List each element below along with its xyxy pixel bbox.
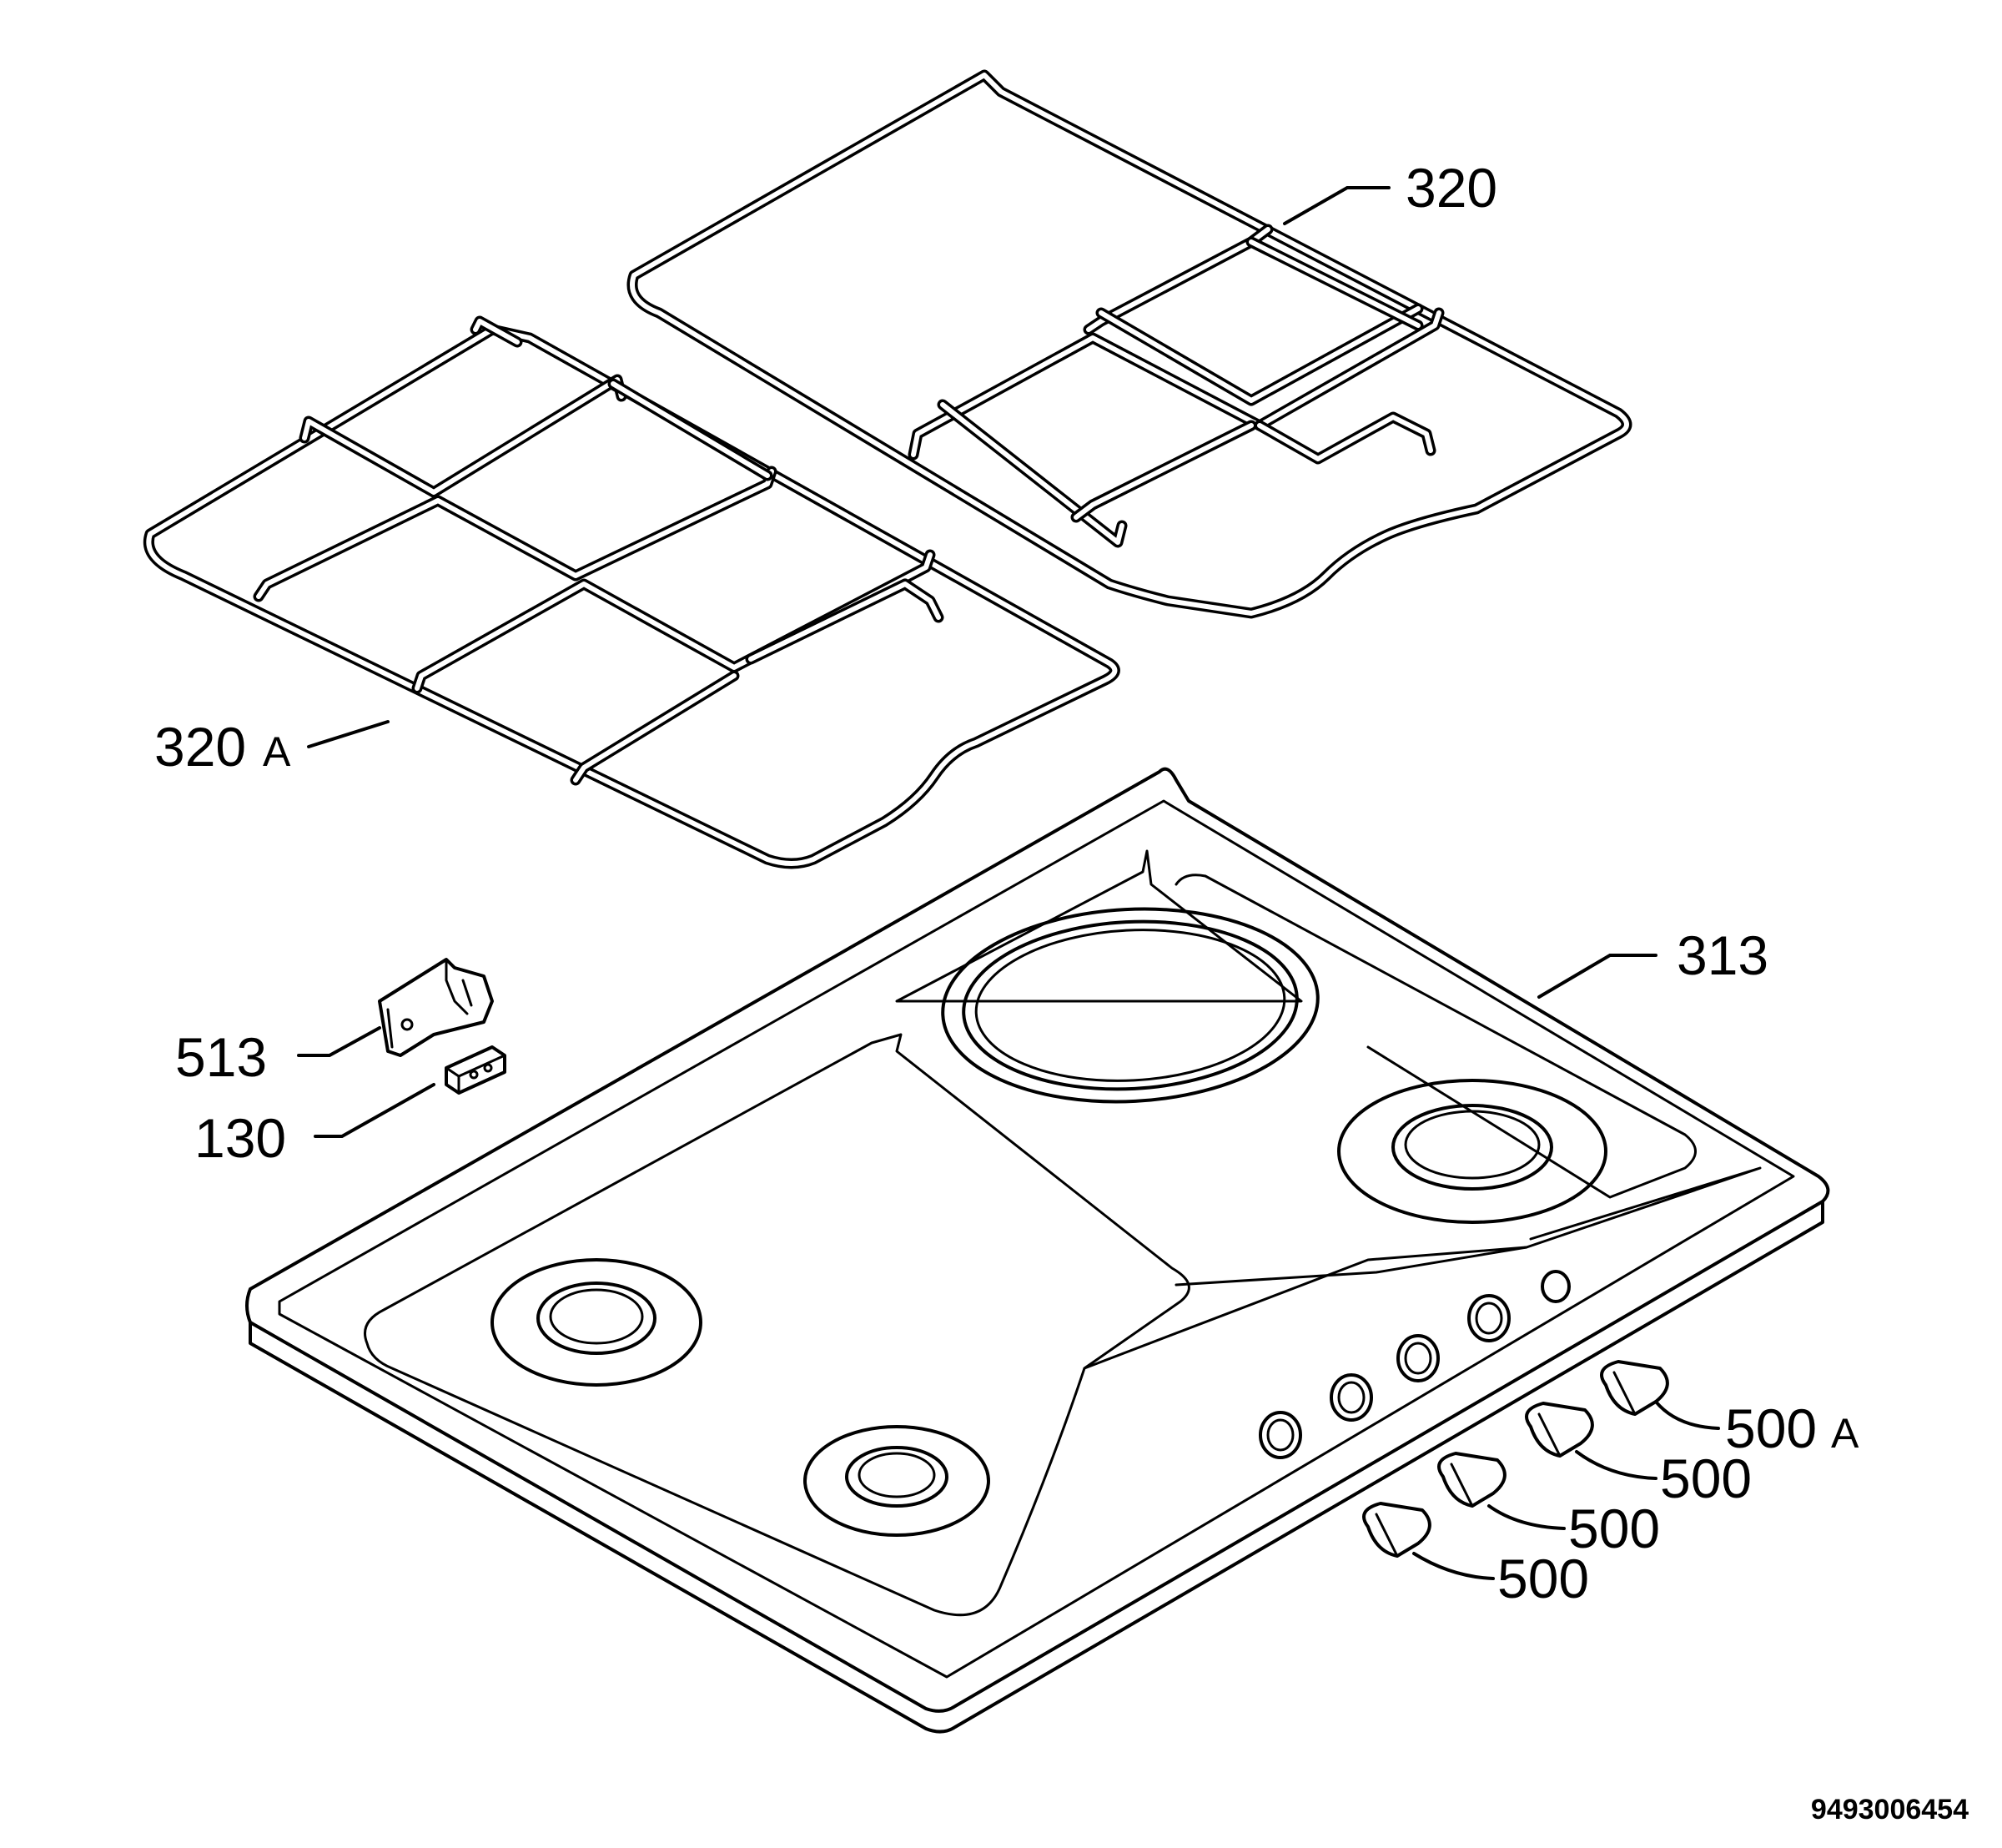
label-513: 513 xyxy=(175,1026,267,1088)
hob-top-panel xyxy=(245,767,1830,1734)
knob-500-4 xyxy=(1362,1502,1431,1558)
pan-support-320a xyxy=(143,315,1120,869)
knob-500a xyxy=(1600,1360,1669,1416)
knob-500-2 xyxy=(1525,1402,1594,1458)
label-500a-number: 500 xyxy=(1725,1397,1817,1459)
knob-500-3 xyxy=(1437,1452,1507,1508)
leader-lines xyxy=(297,186,1720,1580)
document-id: 9493006454 xyxy=(1811,1794,1969,1825)
label-320: 320 xyxy=(1406,157,1497,219)
label-320a-number: 320 xyxy=(154,716,246,778)
label-320a-suffix: A xyxy=(263,728,291,775)
label-130: 130 xyxy=(194,1107,286,1169)
label-320a: 320 A xyxy=(154,716,291,778)
bracket-513 xyxy=(378,958,494,1057)
knob-holes xyxy=(1259,1270,1571,1459)
burner-right xyxy=(1337,1079,1607,1224)
spacer-130 xyxy=(445,1045,506,1095)
burner-large xyxy=(941,907,1320,1104)
burner-front xyxy=(803,1425,990,1537)
label-500-2: 500 xyxy=(1660,1448,1752,1509)
pan-support-320 xyxy=(626,69,1632,619)
burner-left xyxy=(490,1258,702,1387)
label-500-3: 500 xyxy=(1568,1498,1660,1559)
label-313: 313 xyxy=(1677,924,1768,986)
label-500a-suffix: A xyxy=(1831,1410,1859,1457)
label-500a: 500 A xyxy=(1725,1397,1859,1459)
label-500-4: 500 xyxy=(1497,1548,1589,1609)
